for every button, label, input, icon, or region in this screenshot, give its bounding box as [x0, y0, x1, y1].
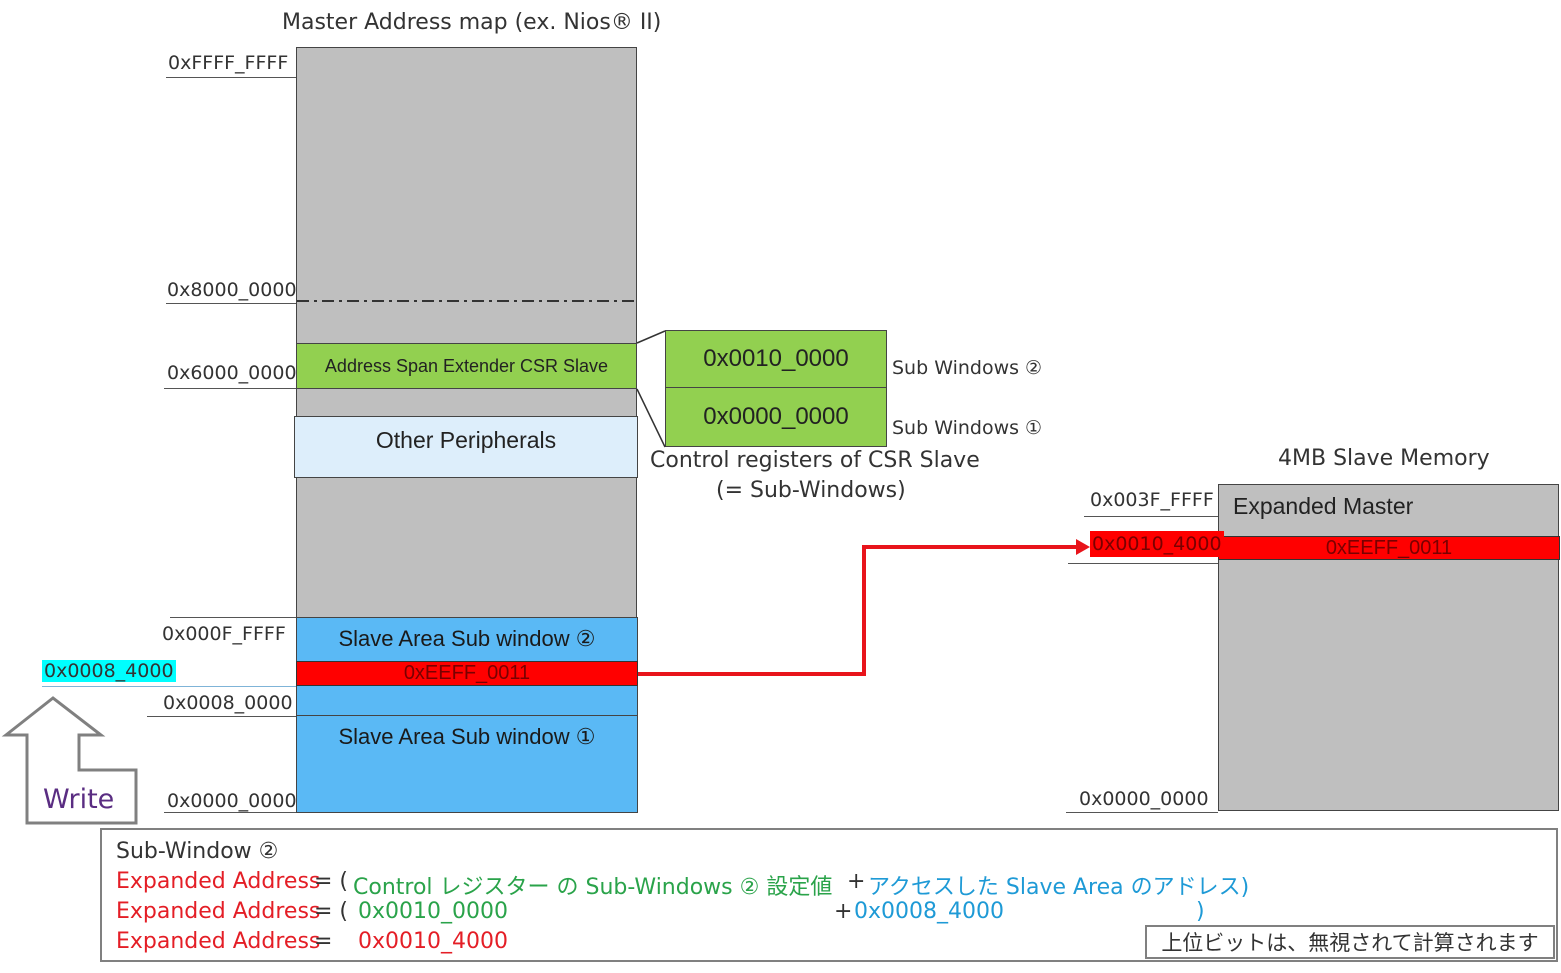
formula-row2-close: ): [1196, 899, 1205, 924]
slave-tick-top: [1084, 516, 1218, 517]
slave-tick-bottom: [1066, 812, 1218, 813]
formula-row2-term1: 0x0010_0000: [358, 899, 508, 924]
addr-6000-0000: 0x6000_0000: [167, 362, 297, 384]
slave-highlight-value: 0xEEFF_0011: [1325, 536, 1453, 559]
formula-row1-term1: Control レジスター の Sub-Windows ② 設定値: [353, 875, 833, 900]
formula-title: Sub-Window ②: [116, 839, 279, 864]
formula-row2-term2: 0x0008_4000: [854, 899, 1004, 924]
mapping-arrow-line: [638, 545, 1078, 676]
csr-slave-label: Address Span Extender CSR Slave: [324, 355, 609, 376]
tick-0008-4000: [42, 686, 296, 687]
csr-register-2-value: 0x0010_0000: [703, 345, 849, 372]
tick-000f: [170, 617, 296, 618]
note-callout: 上位ビットは、無視されて計算されます: [1145, 925, 1555, 959]
formula-row3-eq: =: [314, 929, 333, 954]
slave-addr-003f-ffff: 0x003F_FFFF: [1090, 489, 1214, 511]
addr-000f-ffff: 0x000F_FFFF: [162, 623, 286, 645]
sub-window-1-label: Slave Area Sub window ①: [338, 724, 596, 749]
csr-register-1-value: 0x0000_0000: [703, 403, 849, 430]
formula-row3-lhs: Expanded Address: [116, 929, 321, 954]
addr-0000-0000: 0x0000_0000: [167, 790, 297, 812]
csr-connector-top: [636, 330, 666, 344]
other-peripherals-label: Other Peripherals: [375, 427, 557, 453]
formula-row1-term2: アクセスした Slave Area のアドレス): [868, 875, 1250, 900]
addr-0008-0000: 0x0008_0000: [163, 692, 293, 714]
tick-6000: [164, 388, 296, 389]
note-text: 上位ビットは、無視されて計算されます: [1161, 931, 1539, 955]
csr-register-1: 0x0000_0000: [665, 387, 887, 447]
formula-row1-plus: +: [847, 869, 866, 894]
csr-register-2-label: Sub Windows ②: [892, 357, 1043, 379]
master-map-title: Master Address map (ex. Nios® II): [282, 10, 662, 35]
formula-row3-result: 0x0010_4000: [358, 929, 508, 954]
csr-caption-line2: (= Sub-Windows): [716, 478, 906, 503]
addr-ffff-ffff: 0xFFFF_FFFF: [168, 52, 289, 74]
formula-row2-lhs: Expanded Address: [116, 899, 321, 924]
formula-row1-lhs: Expanded Address: [116, 869, 321, 894]
slave-memory-title: 4MB Slave Memory: [1278, 446, 1490, 471]
tick-ffff: [166, 77, 296, 78]
csr-caption-line1: Control registers of CSR Slave: [650, 448, 980, 473]
slave-area-sub-window-1: Slave Area Sub window ①: [296, 715, 638, 813]
expanded-master-label: Expanded Master: [1233, 493, 1414, 519]
slave-addr-target: 0x0010_4000: [1090, 531, 1224, 557]
csr-slave-region: Address Span Extender CSR Slave: [296, 343, 637, 389]
other-peripherals-region: Other Peripherals: [294, 416, 638, 478]
tick-0008-0000: [147, 716, 296, 717]
csr-connector-bottom: [636, 388, 666, 448]
csr-register-1-label: Sub Windows ①: [892, 417, 1043, 439]
slave-addr-0000: 0x0000_0000: [1079, 788, 1209, 810]
master-highlight-row: 0xEEFF_0011: [296, 661, 638, 686]
sub-window-2-label: Slave Area Sub window ②: [338, 626, 596, 651]
csr-register-2: 0x0010_0000: [665, 330, 887, 388]
addr-8000-0000: 0x8000_0000: [167, 279, 297, 301]
formula-row1-eq: = (: [314, 869, 349, 894]
addr-0008-4000: 0x0008_4000: [42, 660, 176, 682]
mapping-arrow-head: [1076, 539, 1090, 555]
master-highlight-value: 0xEEFF_0011: [403, 662, 531, 684]
formula-row2-eq: = (: [314, 899, 349, 924]
write-label: Write: [43, 784, 115, 815]
formula-row2-plus: +: [834, 899, 853, 924]
tick-8000: [166, 303, 296, 304]
slave-highlight-row: 0xEEFF_0011: [1218, 536, 1560, 560]
write-arrow-icon: [1, 696, 138, 825]
slave-tick-target: [1068, 563, 1218, 564]
tick-0000: [164, 812, 296, 813]
